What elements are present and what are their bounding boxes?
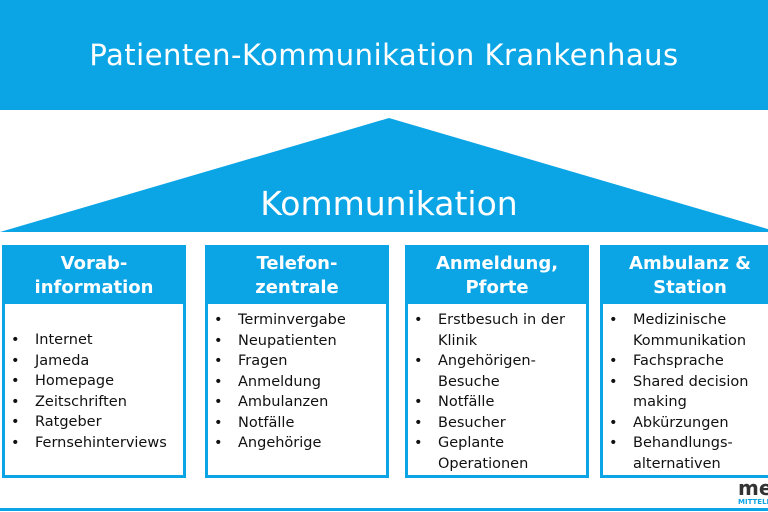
list-item: Jameda [9,351,183,372]
list-item: Abkürzungen [607,413,768,434]
list-item: alternativen [633,455,721,472]
list-item: Fernsehinterviews [9,433,183,454]
column-header-line: Ambulanz & [629,253,751,274]
list-item: Angehörigen- [412,351,586,372]
column-header-line: Telefon- [256,253,338,274]
item-list: Erstbesuch in derKlinikAngehörigen-Besuc… [408,310,586,474]
list-item: Klinik [438,332,478,349]
column-box: Vorab-informationInternetJamedaHomepageZ… [2,245,186,478]
roof-label: Kommunikation [260,184,518,223]
list-item: Fragen [212,351,386,372]
list-item: Anmeldung [212,372,386,393]
list-item: Behandlungs- [607,433,768,454]
list-item: Fachsprache [607,351,768,372]
column-header-line: Station [653,277,727,298]
list-item: Geplante [412,433,586,454]
roof-triangle [0,118,768,232]
column-header-line: information [34,277,154,298]
title-banner: Patienten-Kommunikation Krankenhaus [0,0,768,110]
list-item: Notfälle [412,392,586,413]
column-header: Anmeldung, Pforte [408,248,586,304]
column-header-line: Vorab- [60,253,128,274]
list-item: Erstbesuch in der [412,310,586,331]
list-item: Medizinische [607,310,768,331]
list-item: Ratgeber [9,412,183,433]
list-item: Homepage [9,371,183,392]
list-item: Besuche [438,373,500,390]
column-box: Anmeldung,PforteErstbesuch in derKlinikA… [405,245,589,478]
bottom-divider [0,508,768,511]
list-item: Notfälle [212,413,386,434]
item-list: TerminvergabeNeupatientenFragenAnmeldung… [208,310,386,454]
column-header-line: zentrale [255,277,339,298]
list-item: Kommunikation [633,332,747,349]
list-item: Angehörige [212,433,386,454]
column-box: Telefon-zentraleTerminvergabeNeupatiente… [205,245,389,478]
item-list: MedizinischeKommunikationFachspracheShar… [603,310,768,474]
list-item: making [633,394,687,410]
list-item: Shared decision [607,372,768,393]
list-item: Neupatienten [212,331,386,352]
list-item: Besucher [412,413,586,434]
column-box: Ambulanz & StationMedizinischeKommunikati… [600,245,768,478]
item-list: InternetJamedaHomepageZeitschriftenRatge… [5,330,183,453]
list-item: Internet [9,330,183,351]
column-header: Telefon-zentrale [208,248,386,304]
list-item: Ambulanzen [212,392,386,413]
column-header-line: Anmeldung, [435,253,559,274]
column-header: Ambulanz & Station [603,248,768,304]
list-item: Terminvergabe [212,310,386,331]
column-header: Vorab-information [5,248,183,304]
page-title: Patienten-Kommunikation Krankenhaus [89,38,679,72]
list-item: Operationen [438,455,529,472]
column-header-line: Pforte [465,277,529,298]
list-item: Zeitschriften [9,392,183,413]
logo: meMITTELP [738,476,768,506]
